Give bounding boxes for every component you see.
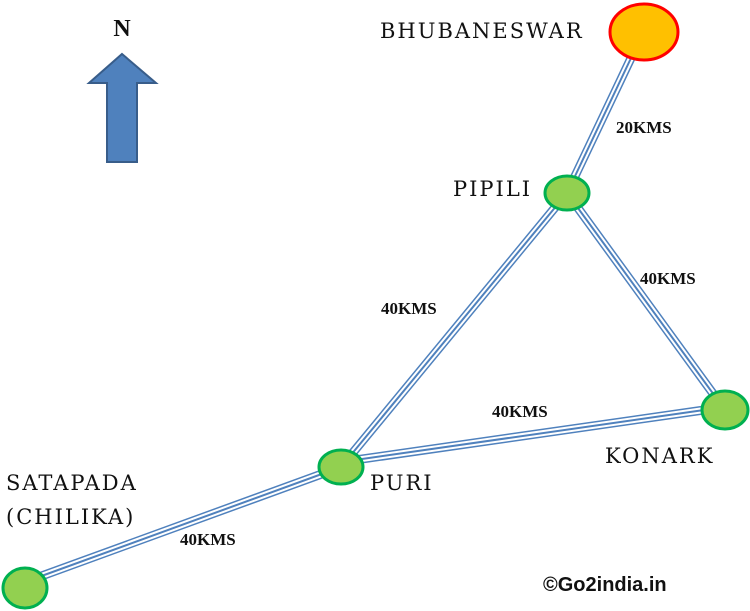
road-puri-konark xyxy=(340,402,726,467)
distance-puri-satapada: 40KMS xyxy=(180,530,236,549)
distance-puri-konark: 40KMS xyxy=(492,402,548,421)
city-marker-pipili xyxy=(543,174,591,212)
city-label-puri: PURI xyxy=(370,471,434,495)
road-bhubaneswar-pipili xyxy=(562,54,637,195)
road-puri-satapada xyxy=(23,462,343,587)
city-marker-puri xyxy=(317,448,365,486)
road-pipili-puri xyxy=(337,190,571,470)
city-label-konark: KONARK xyxy=(605,444,714,468)
distance-bhubaneswar-pipili: 20KMS xyxy=(616,118,672,137)
city-label-bhubaneswar: BHUBANESWAR xyxy=(380,19,584,43)
city-label-satapada: SATAPADA xyxy=(6,471,138,495)
north-label: N xyxy=(113,16,131,42)
city-label-chilika: (CHILIKA) xyxy=(6,505,135,529)
city-marker-konark xyxy=(700,389,750,431)
city-marker-satapada xyxy=(1,566,49,610)
distance-pipili-puri: 40KMS xyxy=(381,299,437,318)
city-marker-bhubaneswar xyxy=(608,2,680,62)
distance-pipili-konark: 40KMS xyxy=(640,269,696,288)
north-arrow-icon xyxy=(86,52,159,163)
city-label-pipili: PIPILI xyxy=(453,177,532,201)
road-pipili-konark xyxy=(563,190,729,413)
copyright-label: ©Go2india.in xyxy=(543,574,667,596)
